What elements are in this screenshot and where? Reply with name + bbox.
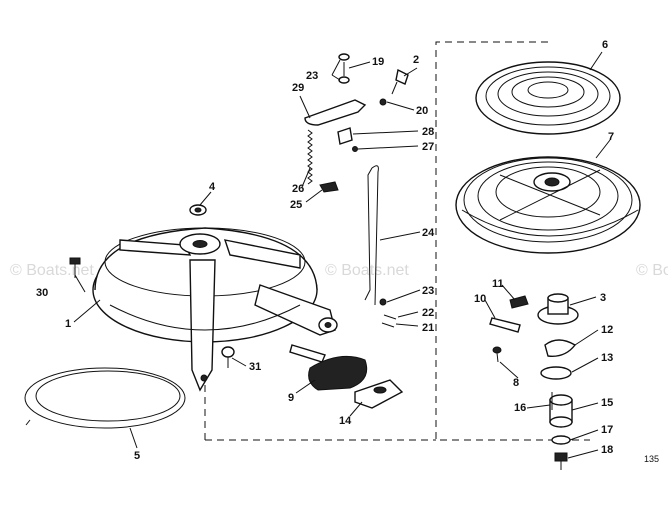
callout-12: 12 — [601, 324, 613, 336]
leader-lines — [73, 51, 611, 459]
pin-22 — [383, 314, 397, 320]
washer-20 — [379, 98, 387, 106]
friction-plate-12 — [544, 339, 577, 357]
bolt-31 — [221, 346, 235, 368]
callout-23-lower: 23 — [422, 285, 434, 297]
callout-25: 25 — [290, 199, 302, 211]
callout-10: 10 — [474, 293, 486, 305]
callout-19: 19 — [372, 56, 384, 68]
pin-21 — [381, 322, 395, 328]
watermark-center: © Boats.net — [325, 262, 409, 279]
callout-22: 22 — [422, 307, 434, 319]
callout-3: 3 — [600, 292, 606, 304]
callout-18: 18 — [601, 444, 613, 456]
callout-30: 30 — [36, 287, 48, 299]
callout-labels: 1 2 3 4 5 6 7 8 9 10 11 12 13 14 15 16 1… — [36, 39, 614, 462]
nut-4 — [189, 204, 207, 216]
screw-18 — [554, 452, 568, 470]
pin-19-washers-23 — [338, 53, 350, 84]
callout-21: 21 — [422, 322, 434, 334]
screw-8 — [492, 346, 502, 363]
callout-27: 27 — [422, 141, 434, 153]
bracket-28 — [337, 127, 353, 145]
assembly-frame — [204, 41, 590, 441]
callout-6: 6 — [602, 39, 608, 51]
figure-number: 135 — [644, 454, 659, 464]
washer-23-lower — [379, 298, 387, 306]
callout-5: 5 — [134, 450, 140, 462]
watermark-left: © Boats.net — [10, 262, 94, 279]
rewind-spring-ring — [24, 367, 186, 429]
callout-23-top: 23 — [306, 70, 318, 82]
callout-8: 8 — [513, 377, 519, 389]
watermark-right: © Boats.net — [636, 262, 668, 279]
screw-2 — [391, 68, 409, 95]
bushing-3 — [537, 293, 579, 325]
callout-24: 24 — [422, 227, 435, 239]
spring-26 — [307, 129, 313, 185]
callout-11: 11 — [492, 278, 504, 290]
callout-26: 26 — [292, 183, 304, 195]
hub-15 — [549, 392, 573, 428]
callout-20: 20 — [416, 105, 428, 117]
starter-housing — [92, 227, 338, 392]
pawl-10 — [489, 317, 521, 333]
washer-17 — [551, 435, 571, 445]
pin-27 — [352, 146, 358, 152]
spring-clip-13 — [540, 366, 572, 380]
callout-7: 7 — [608, 131, 614, 143]
callout-17: 17 — [601, 424, 613, 436]
callout-28: 28 — [422, 126, 434, 138]
callout-1: 1 — [65, 318, 71, 330]
callout-9: 9 — [288, 392, 294, 404]
callout-29: 29 — [292, 82, 304, 94]
callout-2: 2 — [413, 54, 419, 66]
rewind-spring — [475, 61, 621, 135]
handle-insert — [354, 379, 404, 409]
link-rod — [364, 165, 379, 306]
callout-15: 15 — [601, 397, 613, 409]
callout-31: 31 — [249, 361, 261, 373]
callout-13: 13 — [601, 352, 613, 364]
clip-25 — [319, 181, 339, 193]
starter-handle — [289, 344, 368, 391]
callout-4: 4 — [209, 181, 216, 193]
rope-pulley — [455, 156, 641, 254]
callout-14: 14 — [339, 415, 352, 427]
lever-29 — [304, 99, 367, 126]
callout-16: 16 — [514, 402, 526, 414]
